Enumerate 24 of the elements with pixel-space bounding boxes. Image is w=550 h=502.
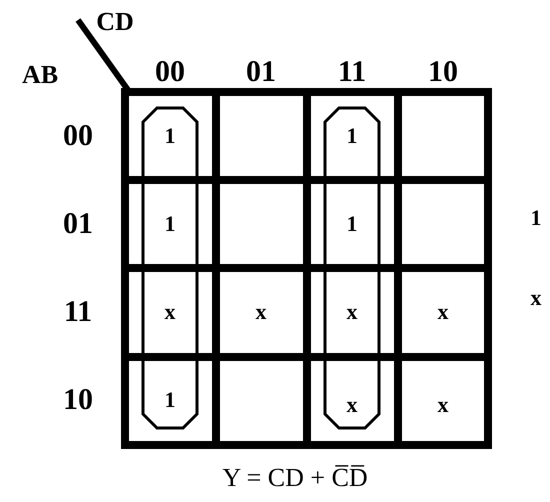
boolean-equation: Y = CD + C̅D̅ — [222, 465, 368, 491]
cell-value: x — [438, 394, 448, 416]
cell-value: 1 — [164, 389, 176, 411]
side-note: x — [530, 287, 542, 309]
side-note: 1 — [530, 207, 542, 229]
cell-value: 1 — [164, 213, 176, 235]
cell-value: x — [438, 301, 448, 323]
cell-value: 1 — [164, 125, 176, 147]
cell-value: x — [256, 301, 266, 323]
cell-value: x — [346, 394, 358, 416]
cell-value: 1 — [346, 125, 358, 147]
cell-value: 1 — [346, 213, 358, 235]
column-header: 11 — [338, 57, 366, 87]
row-header: 10 — [63, 385, 93, 415]
row-header: 11 — [64, 297, 92, 327]
cell-value: x — [346, 301, 358, 323]
axis-label: CD — [96, 9, 134, 35]
column-header: 01 — [246, 57, 276, 87]
column-header: 00 — [155, 57, 185, 87]
row-header: 00 — [63, 121, 93, 151]
column-header: 10 — [428, 57, 458, 87]
cell-value: x — [164, 301, 176, 323]
axis-label: AB — [22, 62, 58, 88]
row-header: 01 — [63, 209, 93, 239]
